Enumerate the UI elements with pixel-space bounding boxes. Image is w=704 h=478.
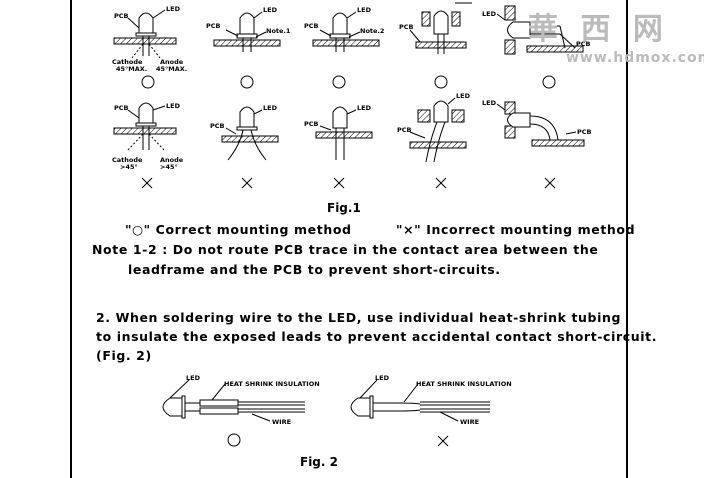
label-heat-shrink: HEAT SHRINK INSULATION: [416, 380, 512, 388]
label-pcb: PCB: [304, 22, 319, 30]
watermark-chinese: 華 西 网: [528, 12, 669, 47]
section2-line2: to insulate the exposed leads to prevent…: [96, 329, 658, 344]
document-frame: [70, 0, 628, 478]
label-pcb: PCB: [576, 40, 591, 48]
label-note1: Note.1: [266, 27, 291, 35]
label-led: LED: [263, 104, 277, 112]
label-angle: >45°: [160, 163, 178, 171]
label-led: LED: [263, 6, 277, 14]
label-cathode: Cathode: [112, 156, 143, 164]
watermark-url: www.hdmox.com: [566, 50, 704, 66]
note-line2: leadframe and the PCB to prevent short-c…: [128, 262, 501, 277]
label-pcb: PCB: [210, 122, 225, 130]
section2-line3: (Fig. 2): [96, 348, 152, 363]
note-line1: Note 1-2 : Do not route PCB trace in the…: [92, 242, 599, 257]
label-pcb: PCB: [577, 128, 592, 136]
label-heat-shrink: HEAT SHRINK INSULATION: [224, 380, 320, 388]
section2-line1: 2. When soldering wire to the LED, use i…: [96, 310, 622, 325]
label-led: LED: [456, 92, 470, 100]
label-led: LED: [482, 10, 496, 18]
label-led: LED: [357, 104, 371, 112]
label-anode: Anode: [160, 156, 184, 164]
label-led: LED: [186, 374, 200, 382]
label-led: LED: [357, 6, 371, 14]
label-wire: WIRE: [460, 418, 480, 426]
fig1-caption: Fig.1: [327, 201, 361, 215]
legend-incorrect: "×" Incorrect mounting method: [396, 222, 636, 237]
fig2-caption: Fig. 2: [300, 455, 338, 469]
label-pcb: PCB: [304, 120, 319, 128]
label-angle: >45°: [120, 163, 138, 171]
label-angle: 45°MAX.: [156, 65, 188, 73]
label-pcb: PCB: [206, 22, 221, 30]
label-pcb: PCB: [114, 104, 129, 112]
label-cathode: Cathode: [112, 58, 143, 66]
legend-correct: "○" Correct mounting method: [125, 222, 352, 237]
label-note2: Note.2: [360, 27, 385, 35]
label-anode: Anode: [160, 58, 184, 66]
label-pcb: PCB: [114, 12, 129, 20]
label-angle: 45°MAX.: [116, 65, 148, 73]
label-wire: WIRE: [272, 418, 292, 426]
label-led: LED: [482, 99, 496, 107]
label-led: LED: [166, 102, 180, 110]
label-pcb: PCB: [399, 23, 414, 31]
label-led: LED: [375, 374, 389, 382]
label-pcb: PCB: [397, 126, 412, 134]
label-led: LED: [166, 5, 180, 13]
